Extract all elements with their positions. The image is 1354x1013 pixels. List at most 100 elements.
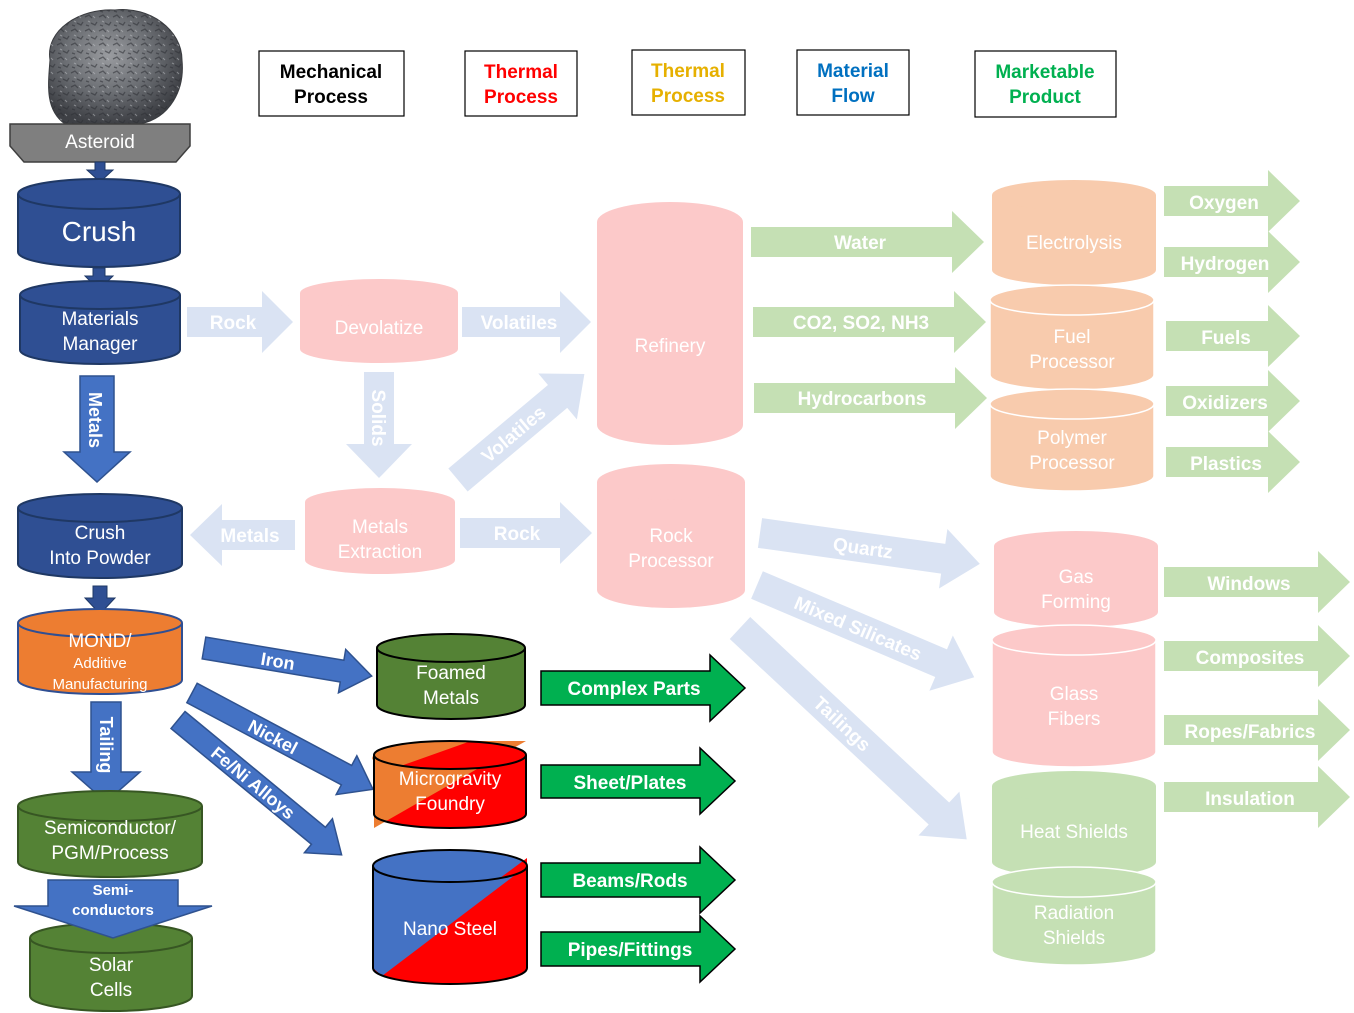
microgravity-line1: Microgravity xyxy=(399,769,502,790)
semiconductor-cylinder: Semiconductor/ PGM/Process xyxy=(17,790,203,878)
product-fuels-label: Fuels xyxy=(1201,328,1251,349)
product-sheet-plates-label: Sheet/Plates xyxy=(574,773,687,794)
flow-iron-label: Iron xyxy=(259,649,296,674)
polymer-processor-line1: Polymer xyxy=(1037,428,1107,449)
electrolysis-label: Electrolysis xyxy=(1026,233,1122,254)
materials-manager-cylinder: Materials Manager xyxy=(19,280,181,365)
product-pipes-fittings: Pipes/Fittings xyxy=(540,914,737,984)
mond-cylinder: MOND/ Additive Manufacturing xyxy=(17,608,183,695)
radiation-shields-line2: Shields xyxy=(1043,928,1105,949)
mond-line2: Additive xyxy=(73,655,126,672)
product-insulation-label: Insulation xyxy=(1205,789,1295,810)
microgravity-line2: Foundry xyxy=(415,794,485,815)
flow-iron: Iron xyxy=(201,636,373,695)
product-oxidizers-label: Oxidizers xyxy=(1182,393,1268,414)
crush-label: Crush xyxy=(62,216,137,247)
electrolysis-cylinder: Electrolysis xyxy=(992,180,1156,285)
right-processors: Electrolysis Fuel Processor Polymer Proc… xyxy=(989,180,1158,966)
crush-powder-line2: Into Powder xyxy=(49,548,151,569)
product-hydrogen: Hydrogen xyxy=(1164,231,1300,293)
flow-semiconductors-line2: conductors xyxy=(72,902,154,919)
heat-shields-cylinder: Heat Shields xyxy=(992,771,1156,877)
flow-mixed-silicates-label: Mixed Silicates xyxy=(791,593,925,666)
asteroid-label: Asteroid xyxy=(65,132,135,153)
polymer-processor-line2: Processor xyxy=(1029,453,1115,474)
flow-rock-2: Rock xyxy=(460,502,592,564)
arrow-powder-to-mond xyxy=(83,585,117,615)
mond-line3: Manufacturing xyxy=(52,676,147,693)
radiation-shields-cylinder: Radiation Shields xyxy=(991,866,1157,966)
rock-processor-line1: Rock xyxy=(649,526,693,547)
legend-mechanical-process: Mechanical Process xyxy=(258,50,405,117)
metals-extraction-line1: Metals xyxy=(352,517,408,538)
product-oxygen-label: Oxygen xyxy=(1189,193,1259,214)
product-plastics: Plastics xyxy=(1166,431,1300,493)
gas-forming-line1: Gas xyxy=(1059,567,1094,588)
flow-metals-down-label: Metals xyxy=(85,392,105,448)
semiconductor-line1: Semiconductor/ xyxy=(44,818,177,839)
flow-hydrocarbons-label: Hydrocarbons xyxy=(798,389,927,410)
legend-marketable-line1: Marketable xyxy=(995,62,1094,83)
legend-marketable-line2: Product xyxy=(1009,87,1081,108)
flow-tailing: Tailing xyxy=(70,701,142,804)
glass-fibers-line1: Glass xyxy=(1050,684,1099,705)
arrow-asteroid-to-crush xyxy=(85,161,115,183)
flow-rock-1: Rock xyxy=(187,291,293,353)
glass-fibers-line2: Fibers xyxy=(1048,709,1101,730)
flow-metals-left: Metals xyxy=(190,504,295,566)
legend-thermal-orange-line1: Thermal xyxy=(651,61,725,82)
legend-material-line2: Flow xyxy=(831,86,874,107)
asteroid: Asteroid xyxy=(9,9,191,163)
flow-rock-2-label: Rock xyxy=(494,524,541,545)
product-composites-label: Composites xyxy=(1196,648,1305,669)
legend-material-line1: Material xyxy=(817,61,889,82)
product-beams-rods-label: Beams/Rods xyxy=(572,871,687,892)
legend: Mechanical Process Thermal Process Therm… xyxy=(258,49,1117,118)
flow-quartz: Quartz xyxy=(757,518,980,589)
crush-powder-line1: Crush xyxy=(75,523,126,544)
legend-marketable-product: Marketable Product xyxy=(974,50,1117,118)
product-complex-parts-label: Complex Parts xyxy=(567,679,700,700)
metals-extraction-cylinder: Metals Extraction xyxy=(305,488,455,574)
flow-tailing-label: Tailing xyxy=(96,717,116,774)
product-pipes-fittings-label: Pipes/Fittings xyxy=(568,940,693,961)
legend-thermal-red-line2: Process xyxy=(484,87,558,108)
legend-thermal-orange-line2: Process xyxy=(651,86,725,107)
flow-volatiles-2: Volatiles xyxy=(448,373,585,492)
polymer-processor-cylinder: Polymer Processor xyxy=(989,388,1155,492)
product-ropes-fabrics-label: Ropes/Fabrics xyxy=(1185,722,1316,743)
metals-extraction-line2: Extraction xyxy=(338,542,422,563)
legend-thermal-process-red: Thermal Process xyxy=(464,50,578,117)
crush-cylinder: Crush xyxy=(17,178,181,268)
fuel-processor-line2: Processor xyxy=(1029,352,1115,373)
flow-co2-so2-nh3: CO2, SO2, NH3 xyxy=(753,291,986,353)
solar-line1: Solar xyxy=(89,955,134,976)
legend-thermal-red-line1: Thermal xyxy=(484,62,558,83)
materials-manager-line1: Materials xyxy=(61,309,138,330)
radiation-shields-line1: Radiation xyxy=(1034,903,1114,924)
legend-mechanical-line1: Mechanical xyxy=(280,62,382,83)
flow-hydrocarbons: Hydrocarbons xyxy=(754,367,987,429)
flow-gases-label: CO2, SO2, NH3 xyxy=(793,313,929,334)
flow-solids: Solids xyxy=(346,372,412,478)
crush-into-powder-cylinder: Crush Into Powder xyxy=(17,493,183,579)
product-plastics-label: Plastics xyxy=(1190,454,1262,475)
flow-metals-left-label: Metals xyxy=(220,526,279,547)
flow-volatiles-1-label: Volatiles xyxy=(481,313,558,334)
product-composites: Composites xyxy=(1164,625,1350,687)
glass-fibers-cylinder: Glass Fibers xyxy=(991,624,1157,768)
flow-semiconductors-line1: Semi- xyxy=(93,882,134,899)
flow-volatiles-1: Volatiles xyxy=(462,291,591,353)
product-complex-parts: Complex Parts xyxy=(540,653,747,723)
flow-solids-label: Solids xyxy=(367,389,388,446)
foamed-metals-cylinder: Foamed Metals xyxy=(376,633,526,720)
product-oxidizers: Oxidizers xyxy=(1166,370,1300,432)
materials-manager-line2: Manager xyxy=(63,334,139,355)
gas-forming-line2: Forming xyxy=(1041,592,1111,613)
devolatize-cylinder: Devolatize xyxy=(300,279,458,363)
mond-line1: MOND/ xyxy=(68,631,132,652)
product-beams-rods: Beams/Rods xyxy=(540,845,737,915)
solar-line2: Cells xyxy=(90,980,132,1001)
flow-metals-down: Metals xyxy=(62,375,132,484)
